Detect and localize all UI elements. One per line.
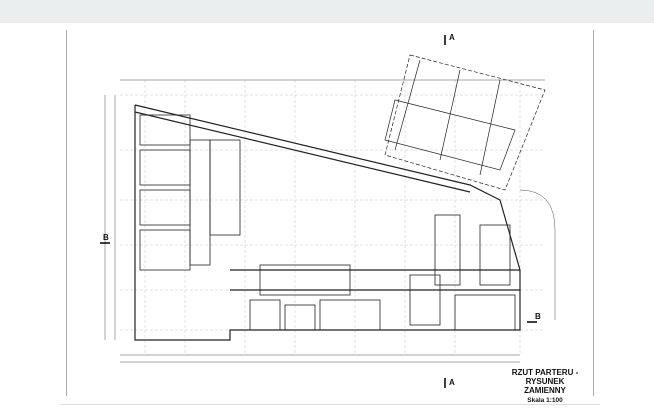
section-marker-a-top: A — [449, 33, 455, 42]
drawing-sheet — [66, 30, 594, 396]
canopy — [384, 54, 546, 191]
drawing-title-block: RZUT PARTERU - RYSUNEK ZAMIENNY Skala 1:… — [505, 368, 585, 405]
section-marker-b-right: B — [535, 312, 541, 321]
section-marker-a-bottom: A — [449, 378, 455, 387]
section-marker-b-left: B — [103, 233, 109, 242]
top-toolbar — [0, 0, 654, 23]
divider — [60, 404, 600, 405]
title-line-1: RZUT PARTERU - — [511, 368, 579, 377]
scale-label: Skala 1:100 — [527, 397, 563, 404]
rooms — [139, 114, 516, 331]
title-line-2: RYSUNEK ZAMIENNY — [524, 377, 566, 395]
dimension-lines — [104, 79, 556, 363]
section-lines — [100, 35, 537, 388]
grid-lines — [120, 80, 545, 355]
building-outline — [134, 104, 521, 341]
